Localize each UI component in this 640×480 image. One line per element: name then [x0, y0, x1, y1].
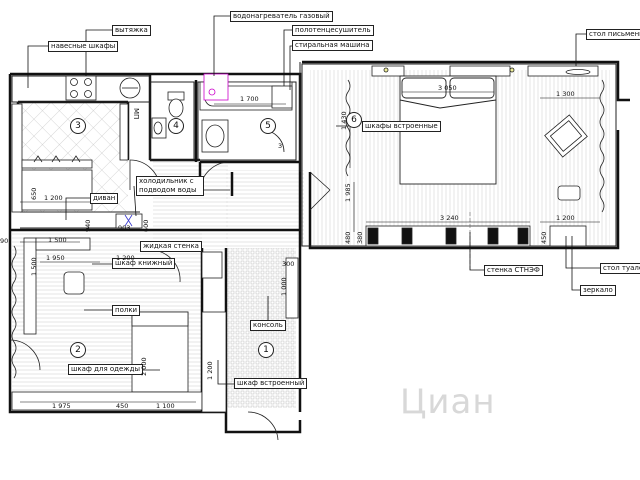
dim-bedroom-table: 1 200	[556, 214, 575, 222]
kitchen-cabinets	[11, 103, 129, 213]
dim-kitchen-sofa-h: 650	[30, 187, 38, 200]
bathroom-sink	[201, 119, 229, 153]
kitchen-stove	[65, 75, 97, 101]
label-bookcase: шкаф книжный	[112, 258, 176, 269]
desk-chair	[557, 185, 581, 201]
dressing-table	[549, 225, 587, 247]
dim-fridge-w: 903	[118, 224, 131, 232]
dim-room2-bed: 2 000	[140, 357, 148, 376]
label-hood: вытяжка	[112, 25, 151, 36]
dim-room2-side: 1 500	[30, 257, 38, 276]
curtain-left	[345, 79, 351, 177]
room-number-6: 6	[346, 112, 362, 128]
dim-room2-top-b: 1 200	[116, 254, 135, 262]
dim-bath: 1 700	[240, 95, 259, 103]
toilet	[167, 91, 185, 118]
label-desk: стол письменный	[586, 29, 640, 40]
dim-left-90: 90	[0, 237, 9, 245]
label-towel-dryer: полотенцесушитель	[292, 25, 374, 36]
hall-console	[285, 257, 299, 319]
dim-kitchen-sofa-w: 1 200	[44, 194, 63, 202]
room-number-5: 5	[260, 118, 276, 134]
label-console: консоль	[250, 320, 286, 331]
room2-desk	[23, 237, 91, 335]
kitchen-table	[21, 155, 93, 211]
label-shelves: полки	[112, 305, 141, 316]
dim-bedroom-wardrobe: 3 240	[440, 214, 459, 222]
dim-room2-top-a: 1 950	[46, 254, 65, 262]
dim-bedroom-480: 480	[344, 231, 352, 244]
label-fridge: холодильник с подводом воды	[136, 176, 204, 196]
label-mp: МП	[132, 108, 140, 120]
dim-hall-300: 300	[282, 260, 295, 268]
dim-room2-bottom-a: 1 975	[52, 402, 71, 410]
label-wardrobe: шкаф для одежды	[68, 364, 143, 375]
dim-fridge-d: 600	[142, 219, 150, 232]
dim-hall-1200: 1 200	[206, 361, 214, 380]
dim-bedroom-450: 450	[540, 231, 548, 244]
desk	[565, 69, 591, 75]
dim-kitchen-940: 940	[84, 219, 92, 232]
room-number-1: 1	[258, 342, 274, 358]
dim-room2-bottom-c: 1 100	[156, 402, 175, 410]
armchair	[544, 114, 588, 158]
bedroom-wardrobe-bar	[365, 225, 531, 247]
hall-floor	[226, 170, 304, 248]
dim-bedroom-wall: 1 430	[340, 111, 348, 130]
dim-kitchen-bottom: 1 500	[48, 236, 67, 244]
double-bed	[399, 75, 497, 185]
room-number-4: 4	[168, 118, 184, 134]
dim-hall-3: 3	[278, 142, 283, 150]
hall-wardrobe	[201, 251, 227, 413]
dim-bed: 3 050	[438, 84, 457, 92]
label-built-in-wardrobes: шкафы встроенные	[362, 121, 441, 132]
room2-curtain	[11, 245, 17, 379]
room2-bed	[131, 311, 189, 393]
curtain-right	[599, 79, 605, 213]
room2-chair	[63, 271, 85, 295]
water-heater	[203, 73, 229, 101]
label-built-in-wardrobe: шкаф встроенный	[234, 378, 308, 389]
fridge	[115, 213, 143, 229]
label-mirror: зеркало	[580, 285, 616, 296]
dim-bedroom-side: 1 985	[344, 183, 352, 202]
label-washing-machine: стиральная машина	[292, 40, 373, 51]
doors	[9, 129, 331, 441]
room-number-3: 3	[70, 118, 86, 134]
label-sofa: диван	[90, 193, 119, 204]
label-wall-stn: стенка СТНЭФ	[484, 265, 543, 276]
dim-room2-bottom-b: 450	[116, 402, 129, 410]
label-water-heater: водонагреватель газовый	[230, 11, 333, 22]
dim-bedroom-shelf: 1 300	[556, 90, 575, 98]
dim-bedroom-380: 380	[356, 231, 364, 244]
label-glass-wall: жидкая стенка	[140, 241, 202, 252]
dimension-lines	[20, 91, 600, 403]
label-dressing-table: стол туалетный	[600, 263, 640, 274]
kitchen-sink-round	[119, 77, 141, 99]
washing-machine	[271, 85, 293, 109]
dim-hall-1000: 1 000	[280, 277, 288, 296]
room-number-2: 2	[70, 342, 86, 358]
bedroom-top-cabinets	[371, 65, 599, 77]
label-wall-cabinets: навесные шкафы	[48, 41, 119, 52]
watermark: Циан	[400, 382, 496, 422]
wash-basin-small	[151, 117, 167, 139]
